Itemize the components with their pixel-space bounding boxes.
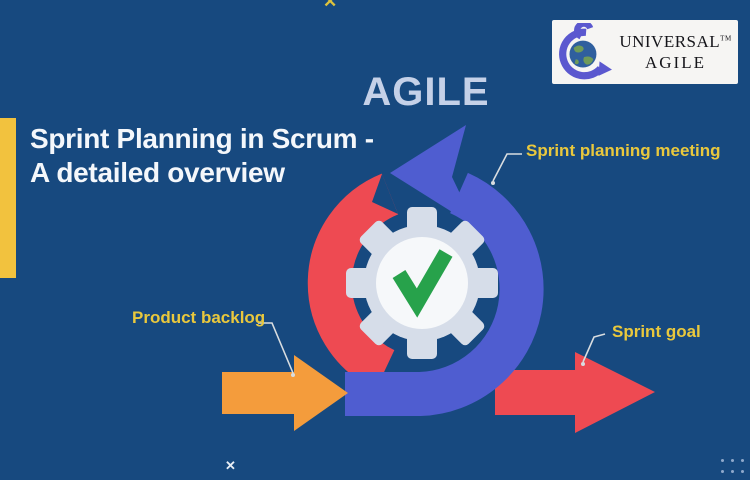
dot xyxy=(721,459,724,462)
logo-name-top: UNIVERSALTM xyxy=(619,31,732,51)
sprint-goal-connector xyxy=(582,333,606,363)
dot xyxy=(731,459,734,462)
left-accent-bar xyxy=(0,118,16,278)
cycle-blue-arrowhead xyxy=(390,125,476,227)
gear-with-green-check-icon xyxy=(346,207,498,359)
connector-dot xyxy=(491,181,495,185)
check-icon xyxy=(392,249,453,318)
label-sprint-goal: Sprint goal xyxy=(612,322,701,341)
bottom-cross-decoration: ✕ xyxy=(225,458,236,473)
page-title: Sprint Planning in Scrum - A detailed ov… xyxy=(30,122,374,190)
logo-name-bottom: AGILE xyxy=(645,53,706,72)
globe-landmass xyxy=(573,45,594,65)
cycle-red-arc xyxy=(307,173,399,390)
connector-dot xyxy=(291,373,295,377)
sprint-planning-connector xyxy=(492,153,522,182)
swirl-arc xyxy=(559,28,604,80)
product-backlog-arrow xyxy=(222,355,348,431)
universal-agile-logo: UNIVERSALTM AGILE xyxy=(552,20,738,84)
cycle-blue-arc xyxy=(345,172,544,416)
label-sprint-planning-meeting: Sprint planning meeting xyxy=(526,141,721,160)
agile-heading: AGILE xyxy=(362,70,490,114)
globe-with-swirl-arrow-icon xyxy=(559,23,612,80)
top-cross-decoration: ✕ xyxy=(323,0,338,11)
dot xyxy=(741,459,744,462)
connector-lines xyxy=(258,153,606,377)
swirl-curl xyxy=(574,23,594,40)
product-backlog-connector xyxy=(258,322,294,374)
swirl-arrowhead xyxy=(598,61,612,76)
sprint-goal-arrow xyxy=(495,352,655,433)
connector-dot xyxy=(581,362,585,366)
page-title-line2: A detailed overview xyxy=(30,157,285,188)
dot xyxy=(741,470,744,473)
trademark-symbol: TM xyxy=(720,34,732,43)
dot xyxy=(731,470,734,473)
page-title-line1: Sprint Planning in Scrum - xyxy=(30,123,374,154)
red-arc-notch xyxy=(372,174,398,214)
label-product-backlog: Product backlog xyxy=(132,308,266,327)
dot xyxy=(721,470,724,473)
dots-pattern xyxy=(721,459,744,473)
logo-text: UNIVERSALTM AGILE xyxy=(613,31,738,74)
